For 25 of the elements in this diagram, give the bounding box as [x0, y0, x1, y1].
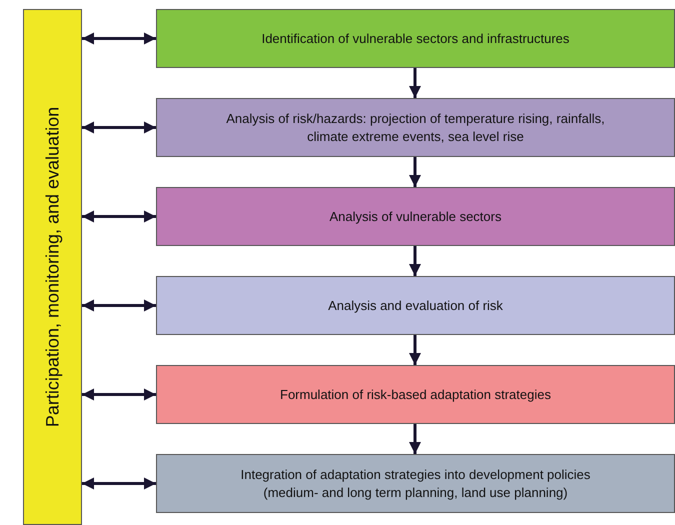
node-label: Integration of adaptation strategies into development policies (medium- and long term planning, land use planning): [240, 466, 592, 502]
process-box: [156, 187, 675, 246]
arrow: [409, 246, 421, 276]
node-label: Analysis of risk/hazards: projection of temperature rising, rainfalls, climate extreme events, sea level rise: [225, 110, 606, 146]
arrow: [82, 478, 156, 490]
process-box: [156, 9, 675, 68]
arrow: [409, 424, 421, 454]
arrow: [82, 32, 156, 44]
process-box: [156, 98, 675, 157]
arrow: [82, 122, 156, 134]
arrow: [82, 388, 156, 400]
node-label: Analysis and evaluation of risk: [327, 296, 504, 314]
arrow: [82, 210, 156, 222]
arrow: [82, 300, 156, 312]
node-label: Participation, monitoring, and evaluation: [42, 106, 63, 428]
arrow: [409, 68, 421, 98]
process-box: [156, 365, 675, 424]
node-label: Identification of vulnerable sectors and infrastructures: [260, 30, 570, 48]
side-bar: [23, 9, 82, 525]
node-label: Analysis of vulnerable sectors: [328, 208, 502, 226]
process-box: [156, 454, 675, 513]
arrow: [409, 157, 421, 187]
process-box: [156, 276, 675, 335]
arrow: [409, 335, 421, 365]
node-label: Formulation of risk-based adaptation strategies: [279, 386, 552, 404]
